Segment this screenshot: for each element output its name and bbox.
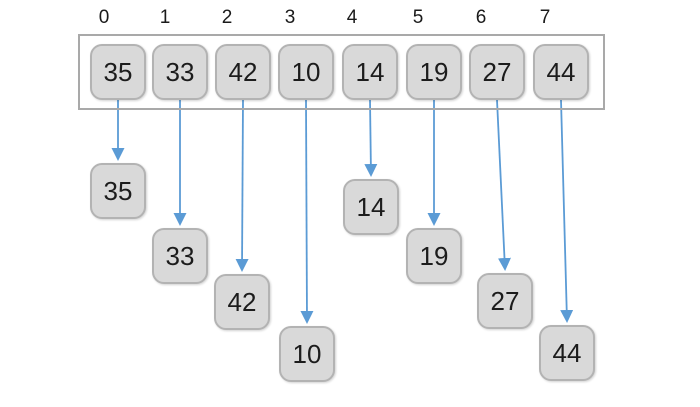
split-element-box: 27 [477,273,533,329]
array-cell: 42 [215,44,271,100]
split-element-box: 35 [90,163,146,219]
array-cell: 33 [152,44,208,100]
arrow [300,99,314,324]
array-container [78,34,605,110]
array-cell: 14 [342,44,398,100]
index-label: 3 [284,7,296,28]
array-cell: 44 [533,44,589,100]
array-cell: 10 [278,44,334,100]
arrow [364,99,378,177]
split-element-box: 19 [406,228,462,284]
split-element-box: 10 [279,326,335,382]
array-cell: 27 [469,44,525,100]
split-element-box: 14 [343,179,399,235]
arrow [235,99,249,272]
index-label: 5 [412,7,424,28]
index-label: 0 [98,7,110,28]
split-element-box: 42 [214,274,270,330]
arrow [496,99,511,271]
arrow [560,99,574,323]
split-element-box: 33 [152,228,208,284]
array-cell: 19 [406,44,462,100]
index-label: 6 [475,7,487,28]
index-label: 1 [159,7,171,28]
array-cell: 35 [90,44,146,100]
split-element-box: 44 [539,325,595,381]
index-label: 7 [539,7,551,28]
index-label: 4 [346,7,358,28]
index-label: 2 [221,7,233,28]
